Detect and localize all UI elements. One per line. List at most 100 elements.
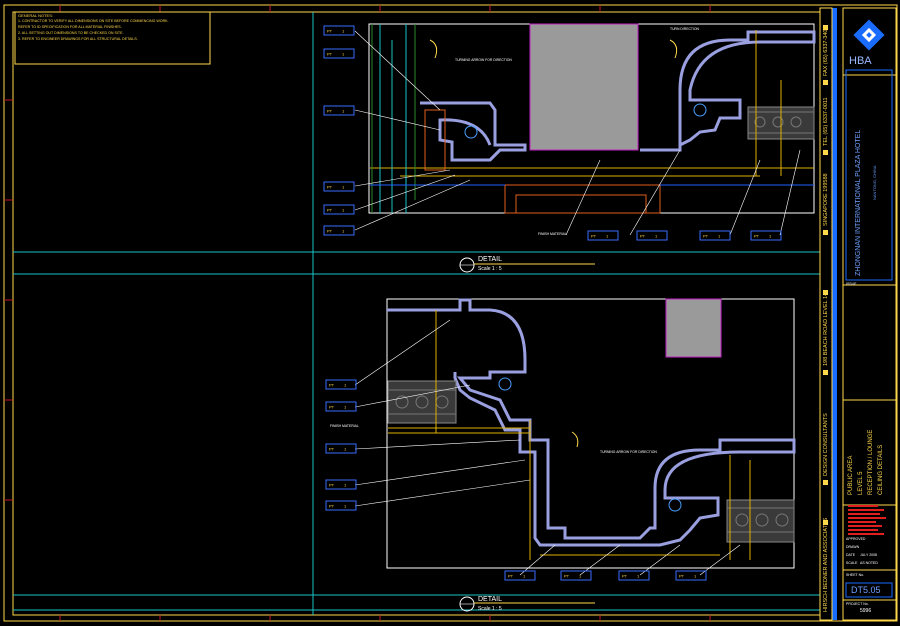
value-date: JULY 2008 [860,553,877,557]
svg-text:1: 1 [342,29,345,34]
label-approved: APPROVED [846,537,866,541]
svg-text:1: 1 [769,234,772,239]
svg-text:PT: PT [329,405,335,410]
svg-text:PT: PT [327,29,333,34]
svg-text:PT: PT [640,234,646,239]
svg-text:PT: PT [327,185,333,190]
svg-text:1: 1 [342,229,345,234]
detail-bubble-upper [459,257,595,273]
svg-text:1: 1 [344,504,347,509]
detail-bubble-lower [459,596,595,612]
annotation-lower-mid: TURNING ARROW FOR DIRECTION [600,450,657,454]
project-number-label: PROJECT No. [846,602,869,606]
detail-title-lower: DETAIL [478,596,502,603]
svg-text:1: 1 [344,447,347,452]
lower-grey-block [665,298,722,358]
lower-profile [387,298,796,547]
svg-text:PT: PT [329,383,335,388]
hba-logo-icon [853,19,885,51]
svg-text:PT: PT [591,234,597,239]
notes-heading: GENERAL NOTES: [18,13,53,18]
svg-text:1: 1 [342,52,345,57]
detail-scale-lower: Scale 1 : 5 [478,606,502,612]
firm-line-3: 198 BEACH ROAD LEVEL 140 [823,289,829,366]
svg-text:PT: PT [679,574,685,579]
svg-text:1: 1 [694,574,697,579]
svg-text:PT: PT [508,574,514,579]
detail-lower [354,298,796,576]
viewport-grid [13,12,820,615]
svg-text:1: 1 [344,483,347,488]
lower-ornament-right [726,499,795,543]
drawing-title-2: LEVEL 5 [858,471,864,495]
annotation-upper-bottom: FINISH MATERIAL [538,232,567,236]
notes-line-1: 1. CONTRACTOR TO VERIFY ALL DIMENSIONS O… [18,19,169,23]
firm-line-1: HIRSCH BEDNER AND ASSOCIATES [823,517,829,612]
project-number: 5996 [860,608,872,614]
notes-line-4: 3. REFER TO ENGINEER DRAWINGS FOR ALL ST… [18,37,138,41]
drawing-title-4: CEILING DETAILS [878,444,884,495]
svg-text:1: 1 [579,574,582,579]
svg-text:PT: PT [703,234,709,239]
annotation-lower-left: FINISH MATERIAL [330,424,359,428]
sheet-number-box [845,582,893,598]
svg-text:1: 1 [655,234,658,239]
drawing-title-3: RECEPTION / LOUNGE [868,429,874,495]
annotation-upper-left: TURNING ARROW FOR DIRECTION [455,58,512,62]
svg-text:1: 1 [718,234,721,239]
svg-text:1: 1 [523,574,526,579]
svg-text:PT: PT [329,447,335,452]
tags-lower: PT 1 PT 1 PT 1 PT 1 PT 1 PT 1 PT 1 PT 1 PT 1 [325,379,707,581]
svg-text:PT: PT [329,483,335,488]
svg-text:1: 1 [344,383,347,388]
svg-text:PT: PT [327,208,333,213]
annotation-upper-right: TURN DIRECTION [670,27,700,31]
red-stamp-text [848,505,886,535]
svg-text:PT: PT [327,229,333,234]
upper-profile-right [640,30,816,152]
upper-profile-left [420,101,527,162]
svg-text:1: 1 [637,574,640,579]
project-box [845,69,893,281]
svg-text:1: 1 [342,185,345,190]
blue-side-bar [832,8,837,620]
project-location: NANTONG, CHINA [872,165,877,200]
border-ticks [4,5,711,621]
svg-text:PT: PT [564,574,570,579]
drawing-title-1: PUBLIC AREA [848,455,854,495]
svg-text:PT: PT [754,234,760,239]
project-name: ZHONGNAN INTERNATIONAL PLAZA HOTEL [855,129,862,276]
sheet-number: DT5.05 [851,585,881,595]
detail-scale-upper: Scale 1 : 5 [478,266,502,272]
svg-text:PT: PT [329,504,335,509]
svg-text:1: 1 [342,208,345,213]
firm-line-6: FAX (65) 6337-3400 [823,26,829,76]
issue-label: ISSUE [846,282,857,286]
detail-title-upper: DETAIL [478,256,502,263]
svg-text:1: 1 [606,234,609,239]
svg-text:PT: PT [622,574,628,579]
sheet-border [3,4,898,622]
svg-text:1: 1 [344,405,347,410]
upper-grey-block [529,23,639,151]
lower-ornament-left [387,380,457,424]
svg-text:PT: PT [327,109,333,114]
svg-text:PT: PT [327,52,333,57]
notes-line-3: 2. ALL SETTING OUT DIMENSIONS TO BE CHEC… [18,31,124,35]
hba-logo-text: HBA [849,55,872,67]
sheet-number-label: SHEET No. [846,573,865,577]
notes-line-2: REFER TO ID SPECIFICATION FOR ALL MATERI… [18,25,122,29]
strip-markers [823,25,828,525]
detail-upper [354,23,816,236]
firm-info-strip [819,7,833,621]
label-date: DATE [846,553,856,557]
firm-line-2: DESIGN CONSULTANTS [823,413,829,476]
firm-line-5: TEL (65) 6337-0011 [823,97,829,146]
notes-box [14,11,211,65]
value-scale: AS NOTED [860,561,878,565]
firm-line-4: SINGAPORE 199588 [823,173,829,226]
title-block [842,7,897,621]
label-scale: SCALE [846,561,858,565]
